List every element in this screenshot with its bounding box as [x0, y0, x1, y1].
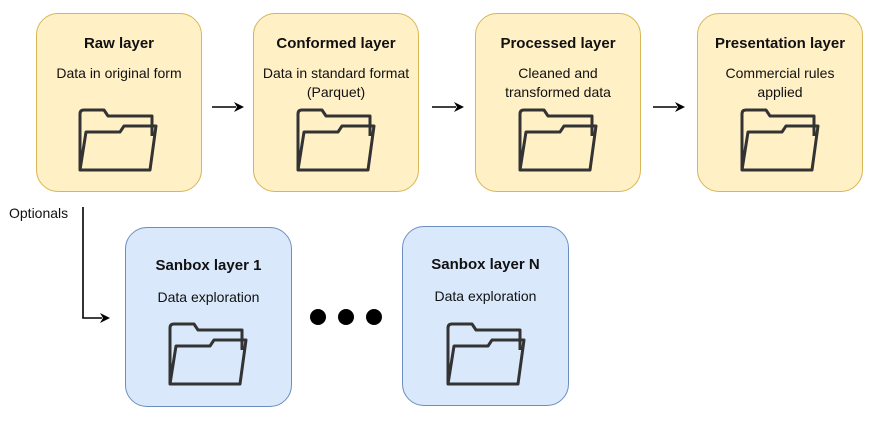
presentation-layer-box: Presentation layer Commercial rules appl… — [697, 13, 863, 192]
raw-layer-title: Raw layer — [83, 35, 155, 52]
raw-layer-description: Data in original form — [56, 65, 182, 81]
sandbox-layer-1-title: Sanbox layer 1 — [155, 257, 262, 274]
conformed-layer-title: Conformed layer — [276, 35, 396, 52]
sandbox-layer-1-box: Sanbox layer 1 Data exploration — [125, 227, 292, 407]
arrow-right-icon — [432, 102, 464, 112]
dot — [338, 309, 354, 325]
conformed-layer-description: Data in standard format (Parquet) — [262, 65, 410, 100]
arrow-right-icon — [212, 102, 244, 112]
raw-layer-box: Raw layer Data in original form — [36, 13, 202, 192]
optionals-label: Optionals — [9, 205, 69, 221]
processed-layer-description: Cleaned and transformed data — [505, 65, 611, 100]
ellipsis-dots-icon — [310, 309, 382, 325]
conformed-layer-box: Conformed layer Data in standard format … — [253, 13, 419, 192]
sandbox-layer-n-description: Data exploration — [434, 288, 537, 304]
optional-connector-arrow — [82, 207, 110, 323]
sandbox-layer-n-box: Sanbox layer N Data exploration — [402, 226, 569, 406]
sandbox-layer-n-title: Sanbox layer N — [431, 256, 540, 273]
processed-layer-box: Processed layer Cleaned and transformed … — [475, 13, 641, 192]
dot — [310, 309, 326, 325]
folder-icon — [518, 108, 598, 172]
folder-icon — [296, 108, 376, 172]
folder-icon — [740, 108, 820, 172]
arrow-right-icon — [653, 102, 685, 112]
dot — [366, 309, 382, 325]
presentation-layer-title: Presentation layer — [714, 35, 846, 52]
folder-icon — [446, 322, 526, 386]
sandbox-layer-1-description: Data exploration — [157, 289, 260, 305]
presentation-layer-description: Commercial rules applied — [725, 65, 835, 100]
folder-icon — [78, 108, 158, 172]
processed-layer-title: Processed layer — [500, 35, 616, 52]
folder-icon — [168, 322, 248, 386]
